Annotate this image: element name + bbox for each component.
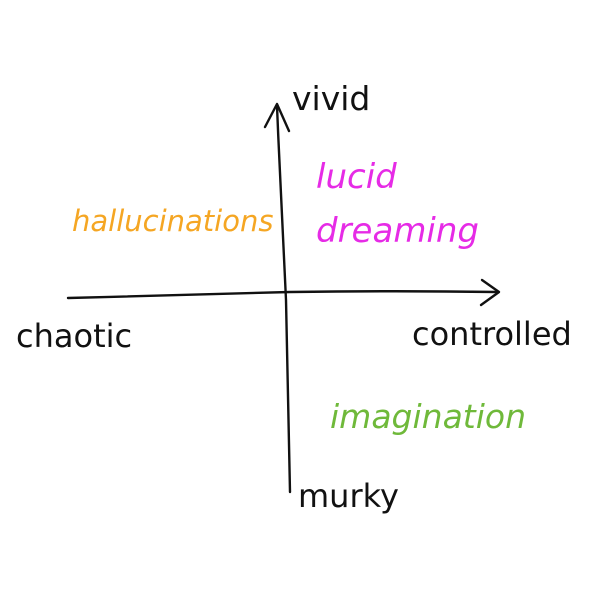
quadrant-label-lucid: lucid — [316, 157, 397, 197]
quadrant-label-hallucinations: hallucinations — [72, 204, 274, 238]
quadrant-label-dreaming: dreaming — [316, 211, 480, 251]
axis-label-vivid: vivid — [292, 79, 371, 118]
vertical-axis — [275, 104, 292, 494]
up-arrowhead — [263, 102, 291, 133]
right-arrowhead — [479, 278, 501, 307]
axis-label-chaotic: chaotic — [16, 317, 133, 355]
quadrant-label-imagination: imagination — [330, 397, 527, 436]
axis-label-murky: murky — [298, 477, 399, 515]
horizontal-axis — [66, 290, 499, 300]
axis-label-controlled: controlled — [412, 315, 572, 353]
